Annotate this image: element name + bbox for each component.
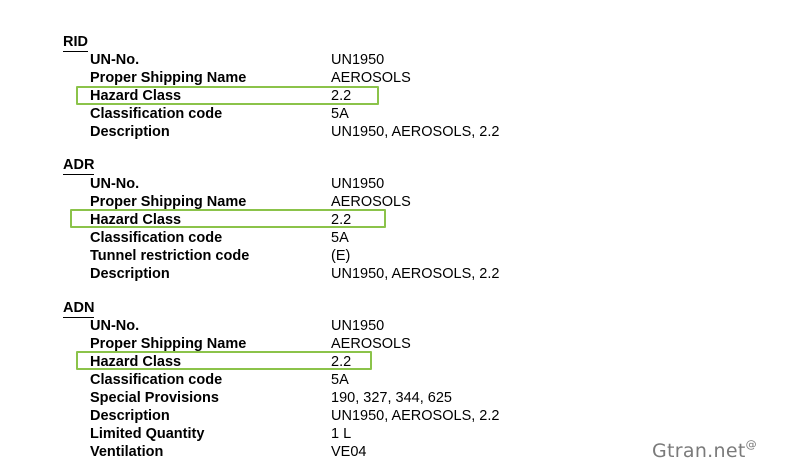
row-label: Classification code	[90, 372, 223, 388]
rid-row-shipping-name: Proper Shipping Name AEROSOLS	[0, 69, 800, 87]
row-label: Ventilation	[90, 444, 164, 460]
row-label: Description	[90, 124, 170, 140]
adr-row-description: Description UN1950, AEROSOLS, 2.2	[0, 265, 800, 283]
row-value: 2.2	[331, 354, 352, 370]
rid-heading: RID	[63, 34, 88, 52]
row-label: Proper Shipping Name	[90, 336, 247, 352]
adr-row-tunnel-restriction: Tunnel restriction code (E)	[0, 247, 800, 265]
row-label: UN-No.	[90, 52, 140, 68]
row-value: UN1950, AEROSOLS, 2.2	[331, 408, 500, 424]
row-label: Description	[90, 266, 170, 282]
row-label: Special Provisions	[90, 390, 219, 406]
adn-row-shipping-name: Proper Shipping Name AEROSOLS	[0, 335, 800, 353]
adn-row-ventilation: Ventilation VE04	[0, 443, 800, 461]
row-value: UN1950	[331, 318, 385, 334]
rid-row-un-no: UN-No. UN1950	[0, 51, 800, 69]
row-label: Tunnel restriction code	[90, 248, 250, 264]
row-value: 5A	[331, 372, 349, 388]
row-value: AEROSOLS	[331, 194, 411, 210]
row-label: Hazard Class	[90, 212, 182, 228]
row-value: AEROSOLS	[331, 336, 411, 352]
row-value: VE04	[331, 444, 367, 460]
adr-row-hazard-class: Hazard Class 2.2	[0, 211, 800, 229]
row-value: UN1950, AEROSOLS, 2.2	[331, 124, 500, 140]
row-label: UN-No.	[90, 176, 140, 192]
row-label: Limited Quantity	[90, 426, 205, 442]
watermark-text: Gtran.net	[652, 440, 746, 462]
row-value: AEROSOLS	[331, 70, 411, 86]
rid-row-classification-code: Classification code 5A	[0, 105, 800, 123]
adn-row-limited-quantity: Limited Quantity 1 L	[0, 425, 800, 443]
adn-hazard-class-highlight	[76, 351, 372, 370]
row-value: 2.2	[331, 212, 352, 228]
row-value: UN1950	[331, 176, 385, 192]
adr-heading: ADR	[63, 157, 95, 175]
row-value: UN1950, AEROSOLS, 2.2	[331, 266, 500, 282]
adr-hazard-class-highlight	[70, 209, 386, 228]
row-label: Hazard Class	[90, 88, 182, 104]
row-value: 190, 327, 344, 625	[331, 390, 452, 406]
adn-heading: ADN	[63, 300, 95, 318]
row-label: Classification code	[90, 230, 223, 246]
row-label: Proper Shipping Name	[90, 194, 247, 210]
adn-row-description: Description UN1950, AEROSOLS, 2.2	[0, 407, 800, 425]
adr-row-shipping-name: Proper Shipping Name AEROSOLS	[0, 193, 800, 211]
adn-row-classification-code: Classification code 5A	[0, 371, 800, 389]
row-label: Classification code	[90, 106, 223, 122]
gtran-watermark: Gtran.net@	[652, 438, 757, 462]
row-label: Hazard Class	[90, 354, 182, 370]
row-label: UN-No.	[90, 318, 140, 334]
adr-row-un-no: UN-No. UN1950	[0, 175, 800, 193]
row-value: (E)	[331, 248, 351, 264]
row-label: Description	[90, 408, 170, 424]
row-value: 1 L	[331, 426, 352, 442]
row-value: 2.2	[331, 88, 352, 104]
rid-row-description: Description UN1950, AEROSOLS, 2.2	[0, 123, 800, 141]
row-value: UN1950	[331, 52, 385, 68]
row-value: 5A	[331, 230, 349, 246]
row-value: 5A	[331, 106, 349, 122]
row-label: Proper Shipping Name	[90, 70, 247, 86]
adn-row-un-no: UN-No. UN1950	[0, 317, 800, 335]
watermark-sup: @	[745, 438, 757, 451]
adr-row-classification-code: Classification code 5A	[0, 229, 800, 247]
rid-row-hazard-class: Hazard Class 2.2	[0, 87, 800, 105]
rid-hazard-class-highlight	[76, 86, 379, 105]
adn-row-special-provisions: Special Provisions 190, 327, 344, 625	[0, 389, 800, 407]
adn-row-hazard-class: Hazard Class 2.2	[0, 353, 800, 371]
